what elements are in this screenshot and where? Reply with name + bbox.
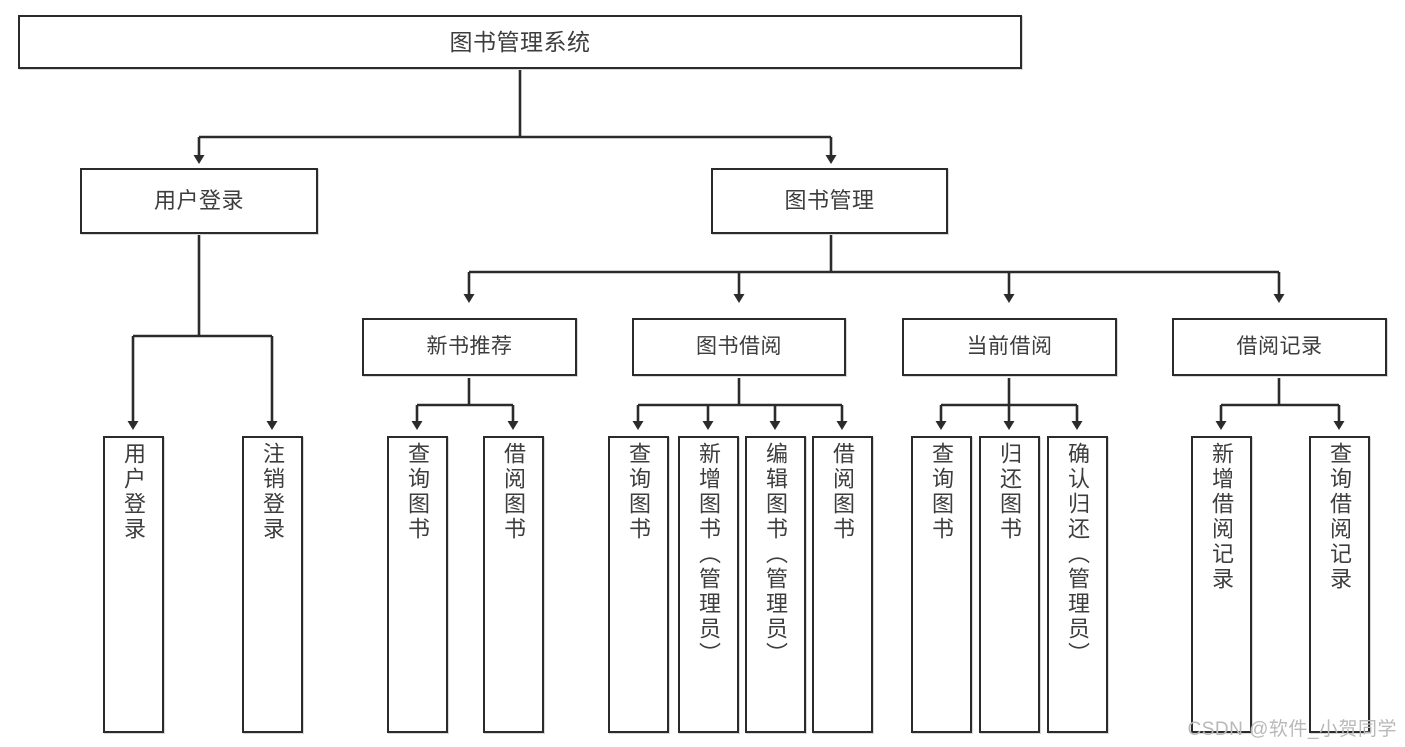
node-leaf-edit-book[interactable]: 编辑图书（管理员） [745,436,806,733]
node-new-book-recommend[interactable]: 新书推荐 [362,318,577,376]
node-leaf-query-book-3[interactable]: 查询图书 [911,436,972,733]
node-user-login[interactable]: 用户登录 [80,168,318,234]
node-book-borrow[interactable]: 图书借阅 [632,318,846,376]
node-book-management[interactable]: 图书管理 [711,168,948,234]
node-leaf-borrow-book-1-label: 借阅图书 [501,442,527,542]
node-leaf-add-book[interactable]: 新增图书（管理员） [678,436,739,733]
node-leaf-logout[interactable]: 注销登录 [242,436,303,733]
node-leaf-query-record[interactable]: 查询借阅记录 [1309,436,1370,733]
node-leaf-add-record-label: 新增借阅记录 [1209,442,1235,592]
node-leaf-edit-book-label: 编辑图书（管理员） [763,442,789,667]
node-book-borrow-label: 图书借阅 [696,334,782,358]
node-leaf-query-book-2[interactable]: 查询图书 [608,436,669,733]
node-leaf-user-login[interactable]: 用户登录 [103,436,164,733]
node-leaf-borrow-book-1[interactable]: 借阅图书 [483,436,544,733]
node-leaf-confirm-return[interactable]: 确认归还（管理员） [1047,436,1108,733]
node-current-borrow-label: 当前借阅 [966,334,1053,358]
watermark-text: CSDN @软件_小贺同学 [1187,719,1397,740]
node-leaf-return-book[interactable]: 归还图书 [979,436,1040,733]
node-leaf-add-record[interactable]: 新增借阅记录 [1191,436,1252,733]
node-leaf-confirm-return-label: 确认归还（管理员） [1065,442,1091,667]
node-leaf-query-book-1-label: 查询图书 [405,442,431,542]
node-new-book-recommend-label: 新书推荐 [426,334,513,358]
node-leaf-query-book-2-label: 查询图书 [626,442,652,542]
node-leaf-return-book-label: 归还图书 [997,442,1023,542]
node-leaf-borrow-book-2[interactable]: 借阅图书 [812,436,873,733]
node-leaf-query-book-1[interactable]: 查询图书 [387,436,448,733]
node-leaf-query-record-label: 查询借阅记录 [1327,442,1353,592]
node-leaf-borrow-book-2-label: 借阅图书 [830,442,856,542]
node-current-borrow[interactable]: 当前借阅 [902,318,1117,376]
node-leaf-query-book-3-label: 查询图书 [929,442,955,542]
node-root[interactable]: 图书管理系统 [18,15,1022,69]
node-leaf-logout-label: 注销登录 [260,442,286,542]
node-root-label: 图书管理系统 [449,28,591,55]
node-leaf-add-book-label: 新增图书（管理员） [696,442,722,667]
node-user-login-label: 用户登录 [153,188,244,214]
node-book-management-label: 图书管理 [784,188,875,214]
node-leaf-user-login-label: 用户登录 [121,442,147,542]
node-borrow-record-label: 借阅记录 [1236,334,1323,358]
node-borrow-record[interactable]: 借阅记录 [1172,318,1387,376]
